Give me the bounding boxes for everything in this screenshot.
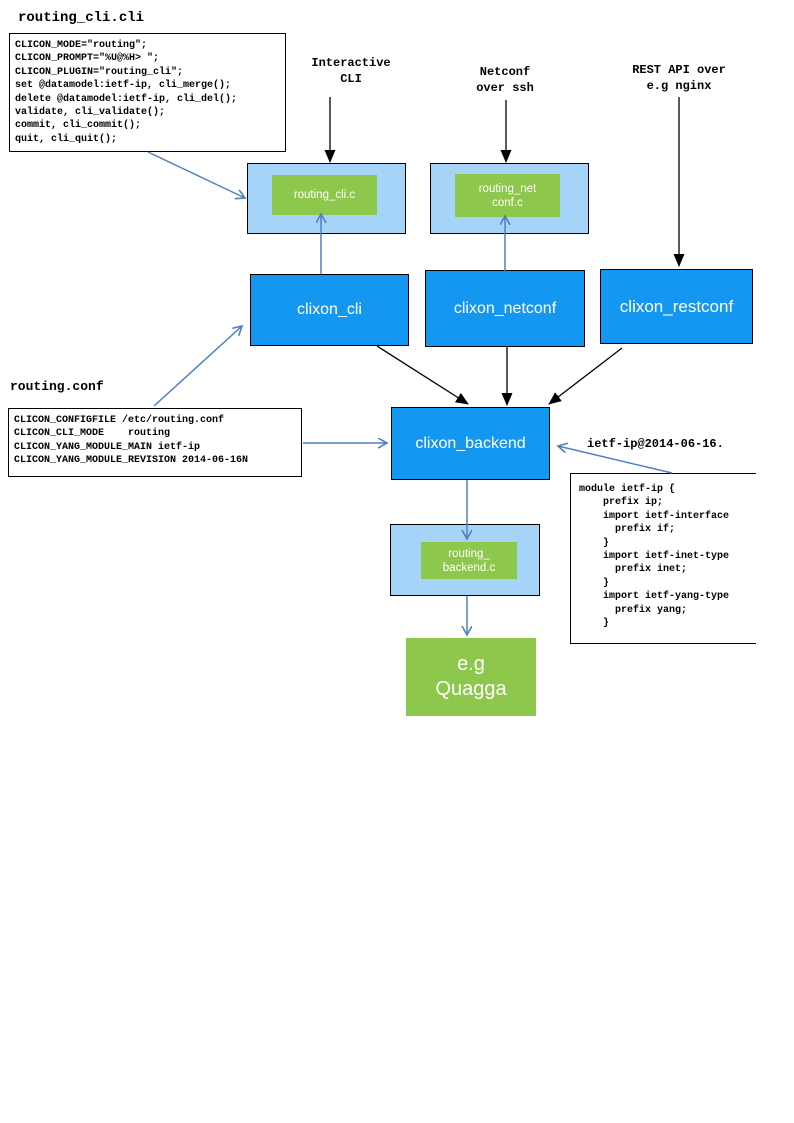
yang-file-code-box: module ietf-ip { prefix ip; import ietf-… — [570, 473, 756, 644]
clixon-backend-node: clixon_backend — [391, 407, 550, 480]
yang-file-title: ietf-ip@2014-06-16. — [587, 437, 724, 451]
clixon-cli-node: clixon_cli — [250, 274, 409, 346]
quagga-node: e.g Quagga — [406, 638, 536, 716]
routing-netconf-plugin-node: routing_net conf.c — [455, 174, 560, 217]
conf-file-title: routing.conf — [10, 379, 104, 394]
clixon-restconf-node: clixon_restconf — [600, 269, 753, 344]
interactive-cli-label: Interactive CLI — [311, 56, 391, 86]
arrow-restconf-to-backend — [548, 347, 623, 405]
conf-file-code-box: CLICON_CONFIGFILE /etc/routing.conf CLIC… — [8, 408, 302, 477]
cli-file-code-box: CLICON_MODE="routing"; CLICON_PROMPT="%U… — [9, 33, 286, 152]
routing-cli-plugin-node: routing_cli.c — [272, 175, 377, 215]
netconf-over-ssh-label: Netconf over ssh — [476, 65, 534, 95]
arrow-cli-file-to-cli-plugin — [147, 151, 245, 198]
cli-file-title: routing_cli.cli — [18, 10, 145, 26]
routing-backend-plugin-node: routing_ backend.c — [421, 542, 517, 579]
arrow-cli-to-backend — [376, 345, 469, 405]
clixon-netconf-node: clixon_netconf — [425, 270, 585, 347]
arrow-conf-file-to-clixon-cli — [153, 326, 242, 407]
rest-api-label: REST API over e.g nginx — [632, 63, 726, 93]
